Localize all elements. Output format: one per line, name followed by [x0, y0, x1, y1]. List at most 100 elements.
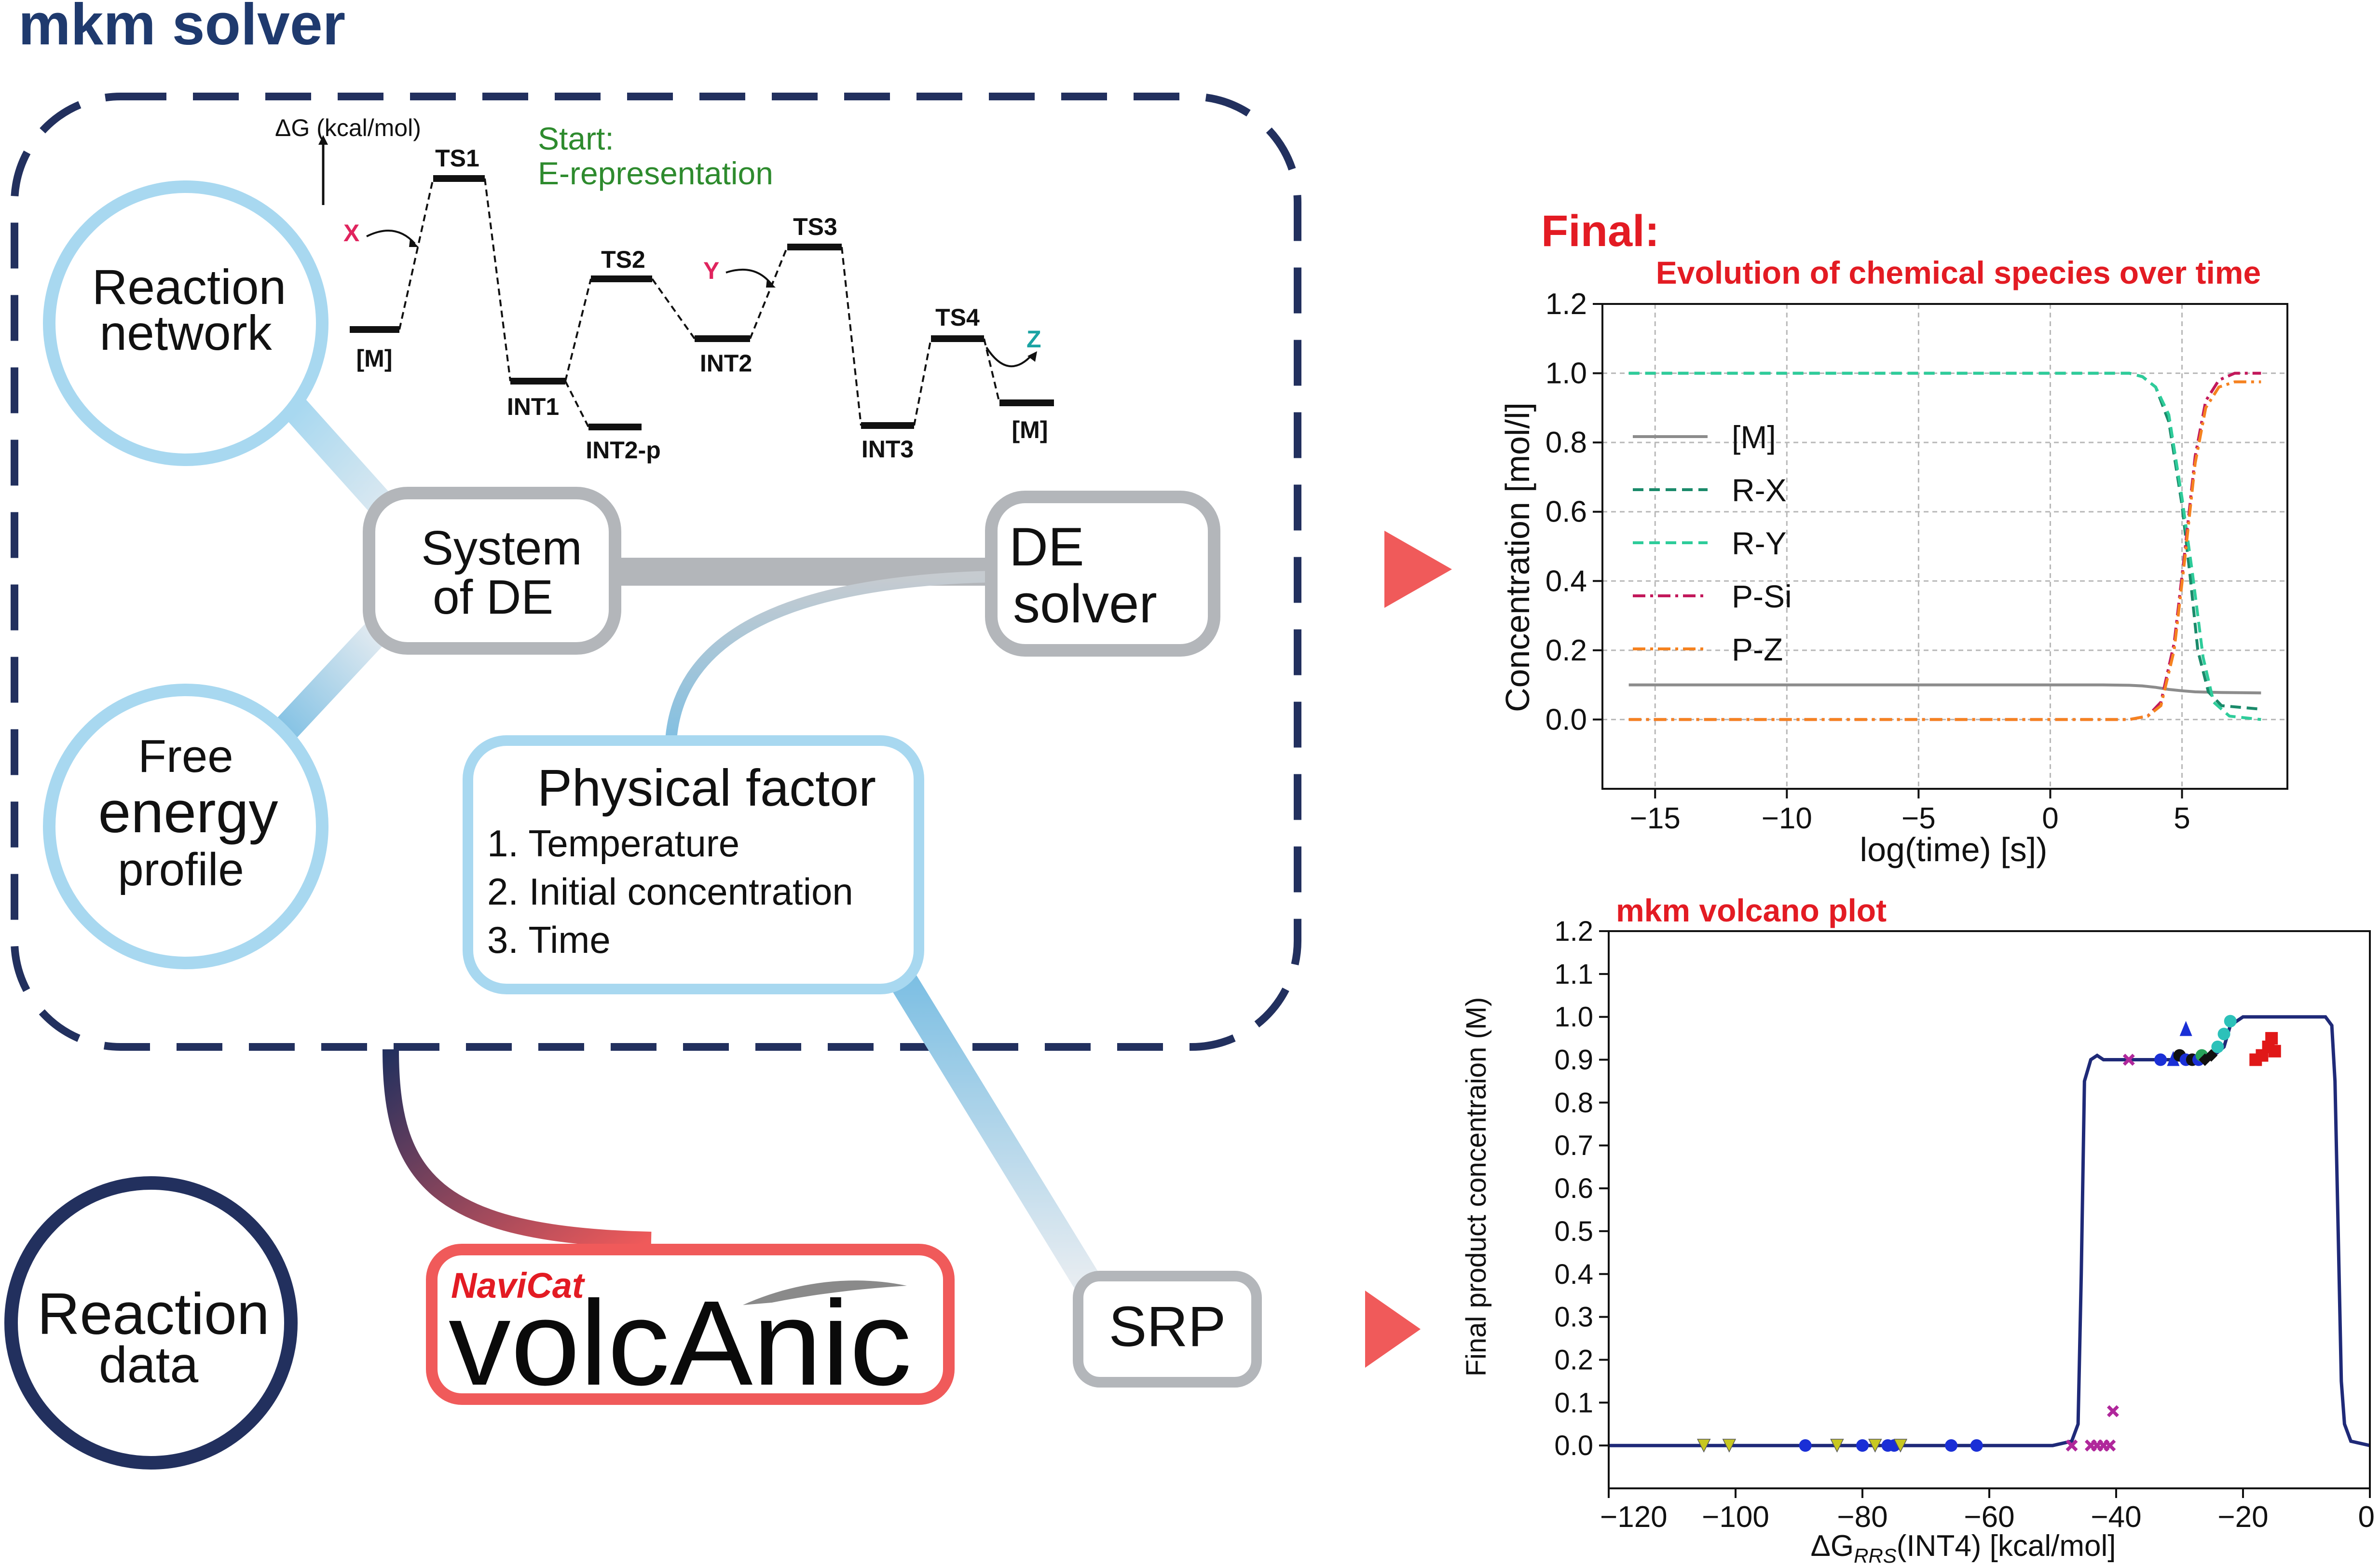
reaction-data-node: Reaction data	[4, 1176, 298, 1470]
chart1-ytick-label: 1.2	[1546, 288, 1587, 321]
free-energy-label-3: profile	[118, 844, 244, 895]
arrow-to-final-head	[1384, 531, 1452, 608]
physical-factor-item-2: 2. Initial concentration	[487, 870, 853, 913]
chart2-ytick-label: 0.9	[1554, 1045, 1593, 1076]
chart2-ytick-label: 0.7	[1554, 1130, 1593, 1161]
energy-levels	[350, 175, 1054, 430]
chart2-point-circle	[1970, 1439, 1983, 1452]
reaction-network-label-2: network	[99, 305, 272, 360]
energy-connectors	[398, 178, 1000, 427]
volcano-chart: mkm volcano plot Final product concentra…	[1461, 893, 2375, 1567]
chart2-xlabel-sub: RRS	[1854, 1544, 1897, 1567]
reaction-data-label-1: Reaction	[37, 1281, 270, 1347]
label-ts2: TS2	[601, 246, 645, 273]
chart2-ytick-label: 0.2	[1554, 1344, 1593, 1375]
chart2-point-tri-down	[1722, 1439, 1737, 1453]
chart2-point-x	[2065, 1439, 2078, 1452]
chart2-point-x	[2106, 1405, 2119, 1417]
label-int3: INT3	[862, 436, 914, 463]
connector-factor-to-srp	[888, 965, 1100, 1293]
chart2-ytick-label: 0.1	[1554, 1387, 1593, 1418]
free-energy-label-2: energy	[98, 779, 278, 845]
srp-node: SRP	[1073, 1271, 1262, 1388]
label-ts1: TS1	[435, 145, 479, 172]
page-title: mkm solver	[18, 0, 345, 57]
chart2-point-circle	[1856, 1439, 1869, 1452]
chart1-series-pz	[1628, 380, 2261, 721]
chart1-ytick-label: 0.6	[1546, 495, 1587, 529]
connector-solver-to-volcanic	[383, 1049, 652, 1248]
chart2-xlabel: ΔGRRS(INT4) [kcal/mol]	[1810, 1529, 2116, 1567]
species-z-label: Z	[1026, 326, 1041, 353]
physical-factor-title: Physical factor	[537, 758, 876, 817]
chart1-title: Evolution of chemical species over time	[1656, 255, 2261, 290]
chart2-ytick-label: 0.0	[1554, 1430, 1593, 1461]
chart1-legend-label: R-Y	[1732, 525, 1787, 561]
chart1-legend-label: P-Z	[1732, 632, 1783, 667]
reaction-network-label-1: Reaction	[92, 260, 287, 315]
chart1-xtick-label: −15	[1630, 802, 1681, 835]
physical-factor-item-3: 3. Time	[487, 919, 611, 961]
label-ts3: TS3	[793, 213, 837, 240]
chart1-ytick-label: 0.8	[1546, 426, 1587, 459]
species-y-arrowhead	[766, 279, 776, 288]
chart1-ytick-label: 0.4	[1546, 564, 1587, 598]
chart2-ytick-label: 0.5	[1554, 1216, 1593, 1247]
chart1-ytick-label: 1.0	[1546, 357, 1587, 390]
chart2-ylabel: Final product concentraion (M)	[1461, 997, 1492, 1377]
system-of-de-label-1: System	[421, 521, 582, 575]
chart2-xtick-label: −40	[2091, 1500, 2141, 1534]
label-int2: INT2	[700, 350, 752, 377]
chart2-point-circle	[2224, 1015, 2237, 1028]
chart2-xlabel-rest: (INT4) [kcal/mol]	[1897, 1529, 2116, 1563]
reaction-network-node: Reaction network	[43, 180, 328, 466]
chart2-xlabel-dg: ΔG	[1810, 1529, 1854, 1563]
start-label-1: Start:	[538, 121, 614, 156]
reaction-data-label-2: data	[99, 1336, 198, 1393]
chart2-xtick-label: −80	[1837, 1500, 1888, 1534]
energy-level-labels: [M] TS1 INT1 INT2-p TS2 INT2 TS3 INT3 TS…	[356, 145, 1048, 464]
de-solver-node: DE solver	[985, 491, 1220, 657]
chart2-point-tri-down	[1868, 1439, 1882, 1453]
arrow-to-volcano-head	[1365, 1291, 1421, 1368]
free-energy-label-1: Free	[138, 730, 233, 782]
chart2-frame	[1608, 930, 2371, 1489]
chart2-ytick-label: 0.3	[1554, 1302, 1593, 1333]
de-solver-label-1: DE	[1009, 517, 1084, 577]
chart2-ytick-label: 0.4	[1554, 1259, 1593, 1290]
chart2-xtick-label: −20	[2217, 1500, 2268, 1534]
chart2-point-tri-down	[1697, 1439, 1711, 1453]
chart1-series-psi	[1628, 371, 2261, 721]
volcanic-smoke-icon	[743, 1280, 907, 1305]
physical-factor-node: Physical factor 1. Temperature 2. Initia…	[463, 735, 924, 994]
physical-factor-item-1: 1. Temperature	[487, 822, 739, 865]
chart2-point-diamond	[2205, 1049, 2218, 1062]
chart1-series-ry	[1628, 371, 2261, 721]
species-y-label: Y	[703, 257, 719, 284]
chart1-ytick-label: 0.2	[1546, 634, 1587, 667]
chart2-point-square	[2265, 1032, 2278, 1045]
volcanic-node: NaviCat volcAnic	[426, 1244, 955, 1410]
chart2-point-circle	[1945, 1439, 1958, 1452]
chart2-point-square	[2268, 1045, 2281, 1058]
chart1-xtick-label: 5	[2174, 802, 2190, 835]
label-int1: INT1	[507, 393, 559, 420]
chart2-point-x	[2122, 1054, 2135, 1066]
chart1-ytick-label: 0.0	[1546, 703, 1587, 736]
chart2-volcano-line	[1609, 1015, 2370, 1447]
system-of-de-node: System of DE	[363, 487, 621, 655]
start-label-2: E-representation	[538, 155, 773, 191]
species-z-arrowhead	[1027, 351, 1037, 362]
chart1-ylabel: Concentration [mol/l]	[1499, 402, 1536, 712]
energy-profile-diagram: ΔG (kcal/mol) Start: E-representation	[275, 114, 1054, 464]
navicat-brand: NaviCat	[451, 1265, 586, 1306]
srp-label: SRP	[1109, 1295, 1226, 1359]
chart2-point-circle	[2211, 1040, 2224, 1053]
species-x-arrowhead	[409, 239, 419, 247]
species-y-arrow	[725, 268, 773, 286]
chart2-xtick-label: 0	[2358, 1500, 2375, 1534]
chart2-point-tri-up	[2167, 1051, 2180, 1066]
chart1-xtick-label: −10	[1762, 802, 1812, 835]
label-ts4: TS4	[935, 304, 980, 331]
